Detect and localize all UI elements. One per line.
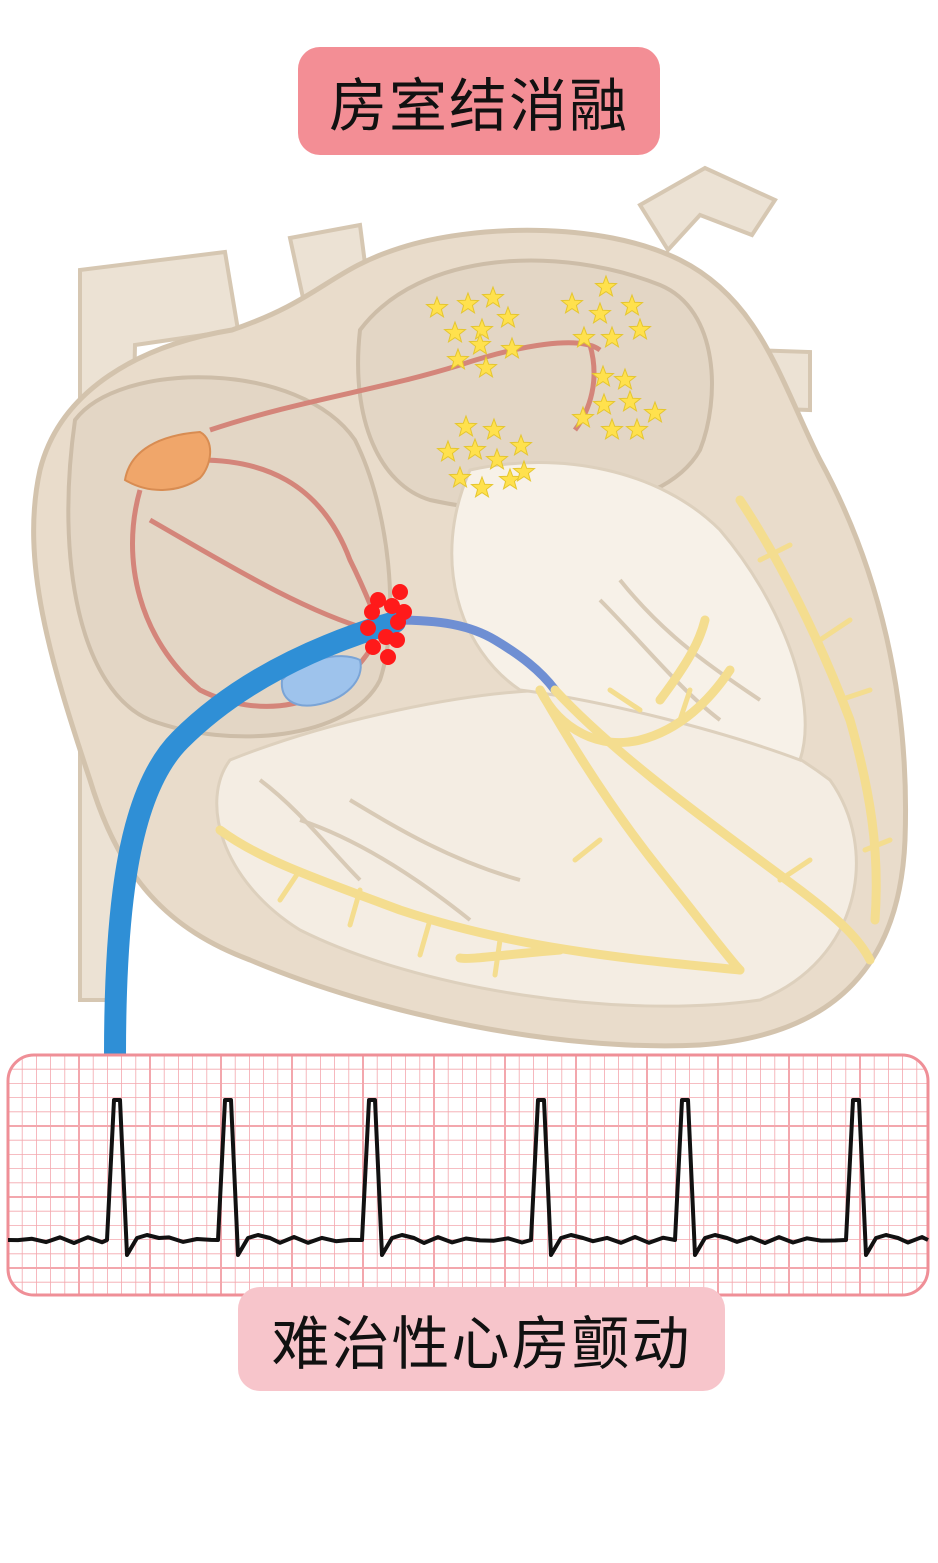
caption-text: 难治性心房颤动: [271, 1310, 692, 1378]
af-star: [600, 325, 624, 349]
af-star: [474, 355, 498, 379]
af-star: [643, 400, 667, 424]
af-star: [481, 285, 505, 309]
af-star: [625, 417, 649, 441]
ablation-dot: [396, 604, 412, 620]
af-star: [436, 439, 460, 463]
af-star: [591, 364, 615, 388]
af-star: [496, 305, 520, 329]
catheter: [104, 611, 406, 1066]
purkinje-fibers: [215, 495, 881, 975]
af-star: [560, 291, 584, 315]
af-star: [500, 336, 524, 360]
sa-node: [123, 430, 212, 491]
ablation-dot: [392, 584, 408, 600]
ablation-dot: [365, 639, 381, 655]
af-star: [509, 433, 533, 457]
af-star: [600, 417, 624, 441]
af-star: [571, 405, 595, 429]
af-star: [613, 367, 637, 391]
his-bundle: [390, 615, 560, 695]
af-star: [456, 291, 480, 315]
af-star: [482, 417, 506, 441]
af-star: [463, 437, 487, 461]
title-badge: 房室结消融: [298, 47, 660, 155]
atrial-fibrillation-stars: [425, 274, 667, 499]
ablation-dot: [360, 620, 376, 636]
ablation-dot: [364, 604, 380, 620]
ablation-dot: [380, 649, 396, 665]
af-star: [443, 320, 467, 344]
conduction-pathways: [130, 340, 602, 709]
ablation-dot: [384, 598, 400, 614]
af-star: [618, 389, 642, 413]
af-star: [470, 317, 494, 341]
af-star: [620, 293, 644, 317]
af-star: [446, 347, 470, 371]
ecg-trace: [7, 1098, 929, 1257]
af-star: [498, 467, 522, 491]
af-star: [592, 392, 616, 416]
page-title: 房室结消融: [328, 72, 629, 140]
ecg-strip: [6, 1053, 930, 1297]
ablation-dot: [389, 632, 405, 648]
purkinje-branches: [277, 542, 893, 978]
af-star: [512, 459, 536, 483]
af-star: [425, 295, 449, 319]
af-star: [572, 325, 596, 349]
af-star: [594, 274, 618, 298]
caption-badge: 难治性心房颤动: [238, 1287, 725, 1391]
af-star: [485, 447, 509, 471]
af-star: [470, 475, 494, 499]
ablation-site-dots: [360, 584, 412, 665]
af-star: [454, 414, 478, 438]
af-star: [628, 317, 652, 341]
af-star: [588, 301, 612, 325]
ablation-dot: [370, 592, 386, 608]
af-star: [448, 465, 472, 489]
af-star: [468, 332, 492, 356]
